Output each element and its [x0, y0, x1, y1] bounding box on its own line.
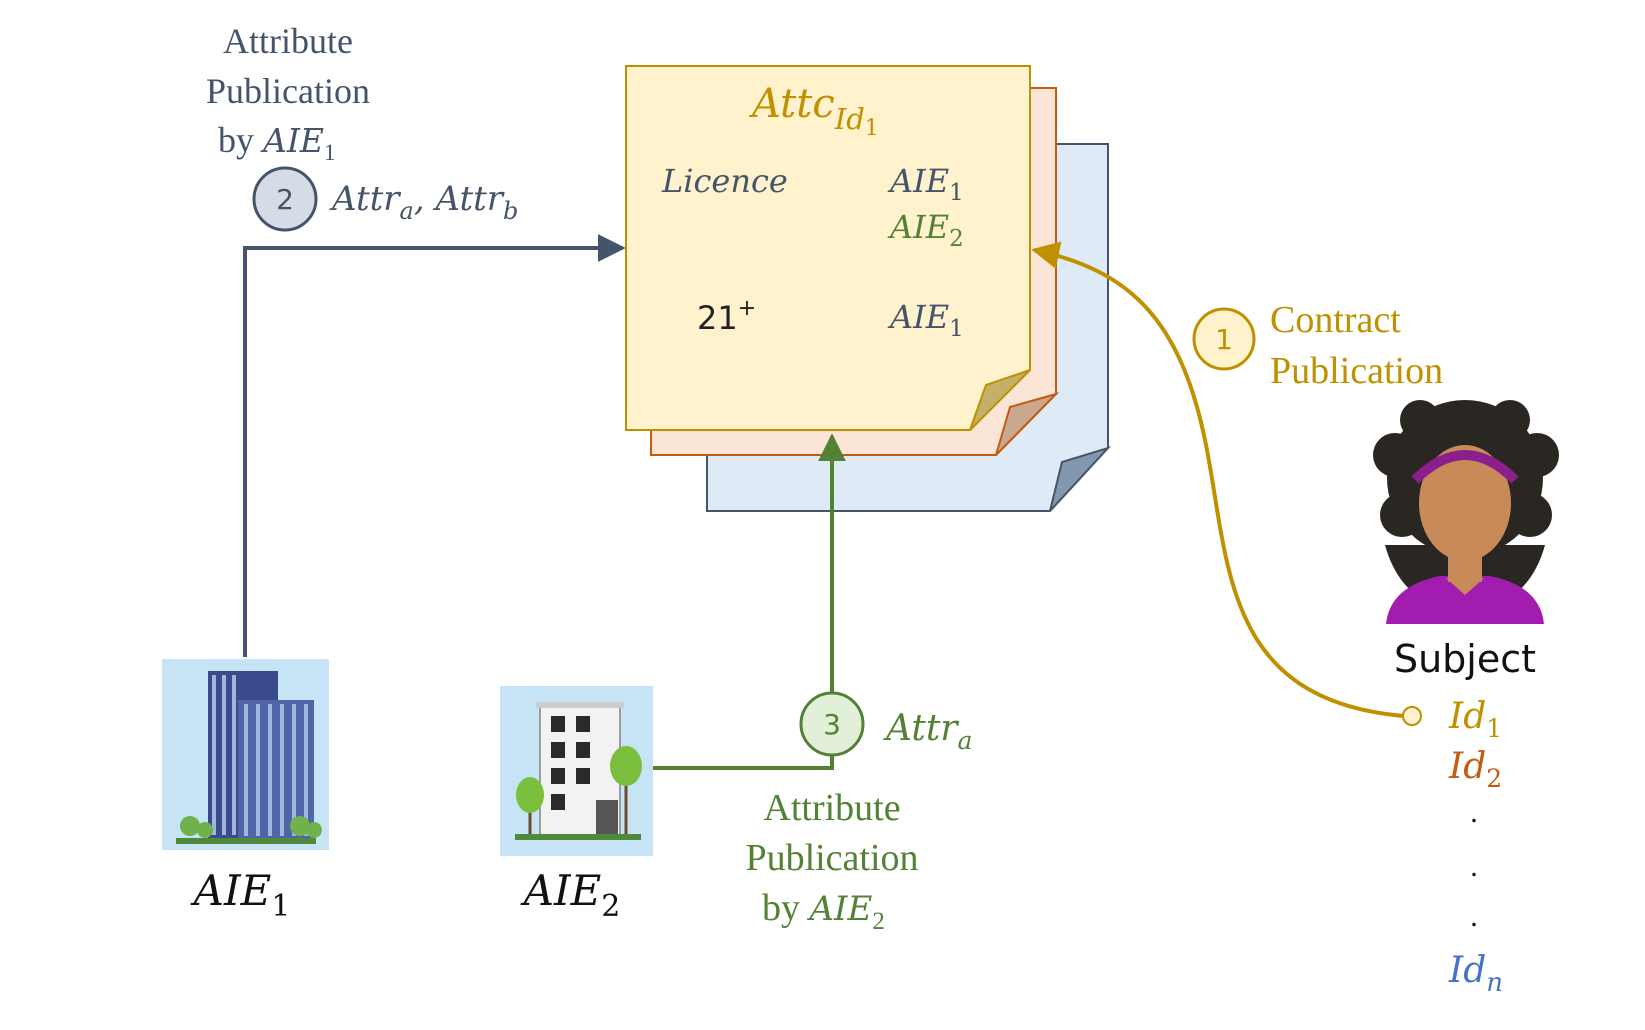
step3-attribute: Attra [883, 708, 972, 755]
contract-title: AttcId1 [748, 81, 879, 141]
subject-id-n: Idn [1448, 950, 1503, 998]
subject-id-ellipsis-3: . [1470, 900, 1478, 933]
licence-issuer-aie1: AIE1 [887, 162, 964, 206]
step2-attributes: Attra, Attrb [329, 179, 518, 225]
subject-id-ellipsis-2: . [1470, 850, 1478, 883]
contract-sheet-yellow-curl [969, 369, 1031, 431]
person-icon [1373, 400, 1559, 624]
contract-sheet-orange-curl [995, 392, 1060, 456]
step1-badge [1192, 307, 1256, 371]
step2-caption-line2: Publication [206, 71, 370, 111]
step3-caption-line2: Publication [745, 837, 918, 879]
step3-arrow [653, 433, 846, 770]
step1-arrow [1031, 241, 1405, 718]
attribute-licence-label: Licence [661, 162, 788, 200]
step2-caption-line3: by AIE1 [218, 120, 335, 165]
aie2-label: AIE2 [520, 866, 621, 924]
step2-number: 2 [276, 183, 294, 216]
step3-caption-line1: Attribute [763, 787, 900, 829]
contract-stack [625, 65, 1112, 512]
subject-label: Subject [1394, 637, 1536, 681]
subject-id-2: Id2 [1448, 746, 1502, 793]
age-issuer-aie1: AIE1 [887, 298, 964, 342]
step1-caption-line2: Publication [1270, 350, 1443, 392]
step1-number: 1 [1215, 323, 1233, 356]
aie1-label: AIE1 [190, 866, 291, 924]
step1-caption-line1: Contract [1270, 299, 1401, 341]
step3-caption-line3: by AIE2 [762, 887, 885, 935]
licence-issuer-aie2: AIE2 [887, 208, 964, 252]
attribute-age-label: 21+ [697, 296, 756, 337]
step3-number: 3 [823, 708, 841, 741]
step2-arrow [243, 234, 626, 657]
subject-id-1: Id1 [1448, 696, 1502, 743]
step3-badge [799, 691, 865, 757]
subject-id-ellipsis-1: . [1470, 796, 1478, 829]
office-tower-icon [162, 659, 329, 850]
step2-caption-line1: Attribute [223, 21, 353, 61]
step1-arrow-origin [1402, 706, 1422, 726]
contract-sheet-blue-curl [1049, 445, 1112, 512]
apartment-building-icon [500, 686, 653, 856]
step2-badge [252, 166, 318, 232]
